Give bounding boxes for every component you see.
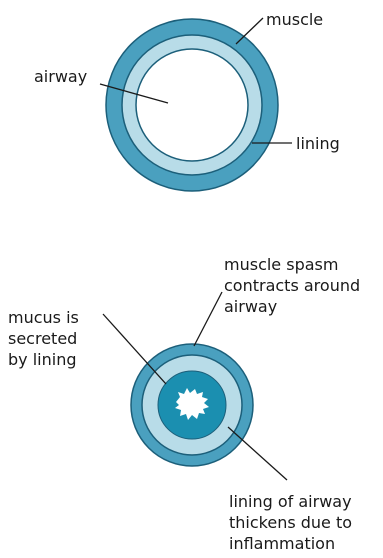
airway-label: airway [34, 67, 87, 86]
spasm-leader-line [194, 292, 222, 346]
muscle-spasm-label: muscle spasm contracts around airway [224, 255, 365, 316]
thickening-leader-line [228, 427, 287, 480]
mucus-leader-line [103, 314, 166, 384]
normal-airway [106, 19, 278, 191]
asthma-airway [131, 344, 253, 466]
muscle-label: muscle [266, 10, 323, 29]
thickening-label: lining of airway thickens due to inflamm… [229, 492, 357, 553]
mucus-label: mucus is secreted by lining [8, 308, 84, 369]
normal-airway-lumen [136, 49, 248, 161]
lining-label: lining [296, 134, 340, 153]
